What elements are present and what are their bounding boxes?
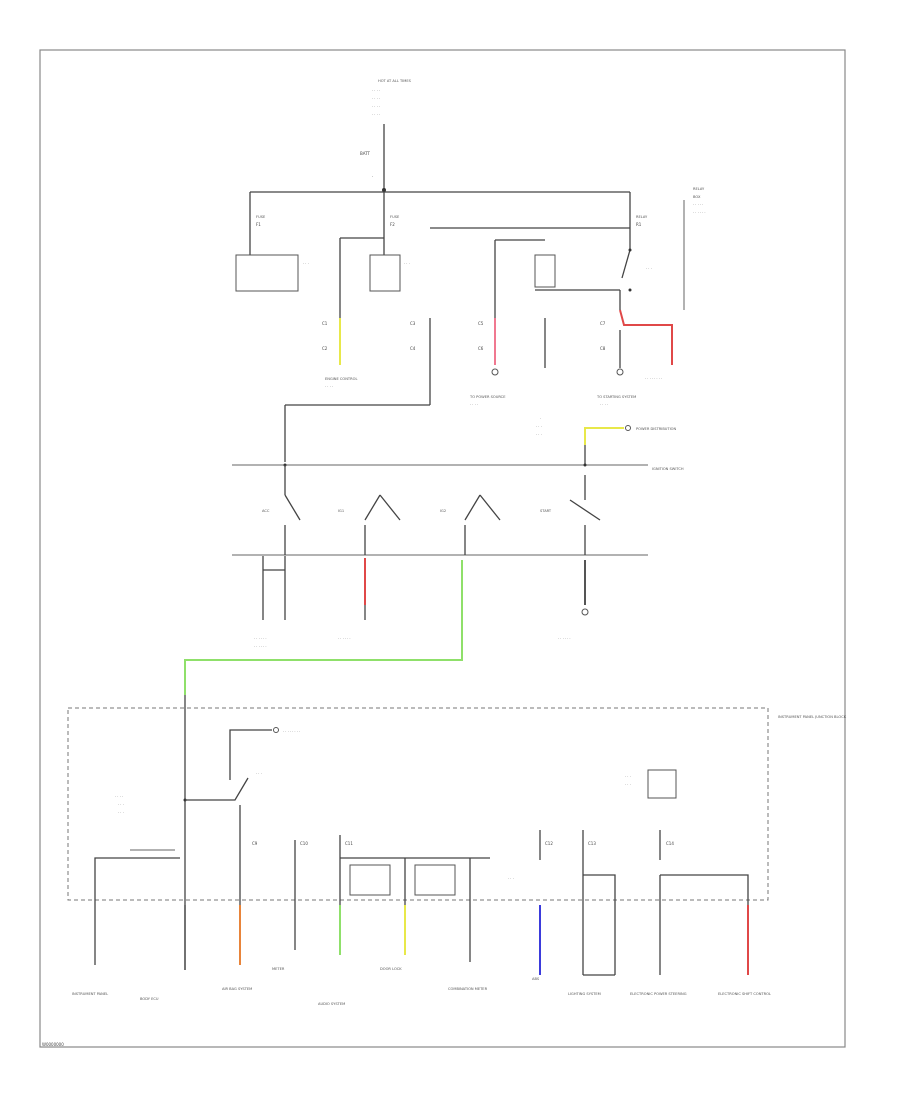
svg-text:IG2: IG2 — [440, 509, 446, 513]
svg-text:IG1: IG1 — [338, 509, 344, 513]
ignition-switch: IGNITION SWITCH ACC IG1 IG2 START — [232, 463, 684, 556]
svg-text:C1: C1 — [322, 321, 328, 326]
relay-r1: RELAY R1 · · · — [619, 215, 652, 310]
junction-block-label: INSTRUMENT PANEL JUNCTION BLOCK — [778, 715, 847, 719]
switch-outputs: · · · · · · · · · · · · · · · · · · · · … — [254, 556, 589, 649]
svg-text:AIR BAG SYSTEM: AIR BAG SYSTEM — [222, 987, 252, 991]
svg-text:· · ·: · · · — [404, 262, 410, 266]
fuse-f3 — [494, 239, 620, 330]
svg-text:C14: C14 — [666, 841, 674, 846]
wire-green — [184, 560, 463, 695]
svg-text:F2: F2 — [390, 222, 395, 227]
wire-yellow-mid — [584, 427, 624, 445]
svg-text:· · · ·: · · · · — [600, 403, 608, 407]
svg-text:C10: C10 — [300, 841, 308, 846]
svg-text:· · · ·: · · · · — [372, 105, 380, 109]
upper-destinations: ENGINE CONTROL · · · · TO POWER SOURCE ·… — [325, 368, 662, 437]
svg-text:· · ·: · · · — [118, 803, 124, 807]
svg-text:· · · · · ·: · · · · · · — [693, 211, 706, 215]
power-source: HOT AT ALL TIMES · · · · · · · · · · · ·… — [360, 79, 412, 192]
svg-text:· · · ·: · · · · — [115, 795, 123, 799]
svg-text:· · · · · ·: · · · · · · — [338, 637, 351, 641]
svg-text:ENGINE CONTROL: ENGINE CONTROL — [325, 377, 357, 381]
svg-text:C11: C11 — [345, 841, 353, 846]
svg-text:· · ·: · · · — [646, 267, 652, 271]
svg-text:BOX: BOX — [693, 195, 701, 199]
svg-text:·: · — [372, 174, 373, 179]
svg-text:TO STARTING SYSTEM: TO STARTING SYSTEM — [596, 395, 636, 399]
svg-text:C4: C4 — [410, 346, 416, 351]
svg-text:AUDIO SYSTEM: AUDIO SYSTEM — [318, 1002, 345, 1006]
svg-text:DOOR LOCK: DOOR LOCK — [380, 967, 402, 971]
svg-text:METER: METER — [272, 967, 285, 971]
svg-text:· · · ·: · · · · — [470, 403, 478, 407]
svg-text:· · ·: · · · — [118, 811, 124, 815]
svg-text:C3: C3 — [410, 321, 416, 326]
svg-text:C12: C12 — [545, 841, 553, 846]
svg-text:· · · · · · · ·: · · · · · · · · — [645, 377, 662, 381]
svg-text:INSTRUMENT PANEL: INSTRUMENT PANEL — [72, 992, 108, 996]
svg-text:RELAY: RELAY — [693, 187, 705, 191]
svg-text:LIGHTING SYSTEM: LIGHTING SYSTEM — [568, 992, 601, 996]
svg-text:· · · ·: · · · · — [372, 89, 380, 93]
bottom-destinations: INSTRUMENT PANEL BODY ECU AIR BAG SYSTEM… — [72, 967, 771, 1006]
svg-text:C13: C13 — [588, 841, 596, 846]
svg-text:C9: C9 — [252, 841, 258, 846]
svg-text:C5: C5 — [478, 321, 484, 326]
svg-text:BODY ECU: BODY ECU — [140, 997, 159, 1001]
svg-text:· · · ·: · · · · — [372, 97, 380, 101]
diagram-border — [39, 49, 846, 1048]
svg-text:·: · — [540, 417, 541, 421]
svg-text:· · ·: · · · — [536, 433, 542, 437]
fuse-f1: FUSE F1 · · · — [235, 215, 309, 292]
svg-text:· · ·: · · · — [625, 775, 631, 779]
svg-text:· · ·: · · · — [256, 772, 262, 776]
fuse-f2: FUSE F2 · · · — [339, 215, 410, 340]
svg-text:R1: R1 — [636, 222, 642, 227]
svg-text:ACC: ACC — [262, 509, 270, 513]
svg-text:F1: F1 — [256, 222, 261, 227]
output-wires — [94, 905, 749, 976]
footer-code: W0000000 — [42, 1042, 64, 1047]
svg-text:· · · · ·: · · · · · — [693, 203, 703, 207]
svg-text:RELAY: RELAY — [636, 215, 648, 219]
svg-text:C6: C6 — [478, 346, 484, 351]
power-source-code: BATT — [360, 151, 371, 156]
svg-text:· · · · · ·: · · · · · · — [254, 645, 267, 649]
svg-text:TO POWER SOURCE: TO POWER SOURCE — [469, 395, 506, 399]
svg-text:C8: C8 — [600, 346, 606, 351]
wire-red-top — [619, 309, 673, 365]
svg-text:FUSE: FUSE — [256, 215, 266, 219]
svg-text:ELECTRONIC SHIFT CONTROL: ELECTRONIC SHIFT CONTROL — [718, 992, 771, 996]
svg-text:· · · · · ·: · · · · · · — [558, 637, 571, 641]
svg-text:POWER DISTRIBUTION: POWER DISTRIBUTION — [636, 427, 676, 431]
svg-text:ELECTRONIC POWER STEERING: ELECTRONIC POWER STEERING — [630, 992, 687, 996]
svg-text:FUSE: FUSE — [390, 215, 400, 219]
svg-text:· · · · · ·: · · · · · · — [254, 637, 267, 641]
svg-text:· · · · · · · ·: · · · · · · · · — [283, 730, 300, 734]
svg-text:C7: C7 — [600, 321, 606, 326]
svg-text:START: START — [540, 509, 552, 513]
svg-text:IGNITION SWITCH: IGNITION SWITCH — [652, 467, 684, 471]
svg-text:· · · ·: · · · · — [325, 385, 333, 389]
svg-text:· · ·: · · · — [508, 877, 514, 881]
svg-text:COMBINATION METER: COMBINATION METER — [448, 987, 488, 991]
svg-text:ABS: ABS — [532, 977, 540, 981]
svg-text:· · ·: · · · — [303, 262, 309, 266]
svg-text:· · ·: · · · — [625, 783, 631, 787]
power-source-label: HOT AT ALL TIMES — [378, 79, 412, 83]
upper-connectors: C1 C2 C3 C4 C5 C6 C7 C8 — [284, 318, 621, 462]
junction-block-internals: · · · · · · · · · · · · · · · · · · · · … — [94, 695, 749, 970]
svg-text:· · ·: · · · — [536, 425, 542, 429]
top-bus: RELAY BOX · · · · · · · · · · · — [249, 187, 706, 310]
svg-text:· · · ·: · · · · — [372, 113, 380, 117]
junction-block-border — [67, 707, 769, 901]
svg-text:C2: C2 — [322, 346, 328, 351]
